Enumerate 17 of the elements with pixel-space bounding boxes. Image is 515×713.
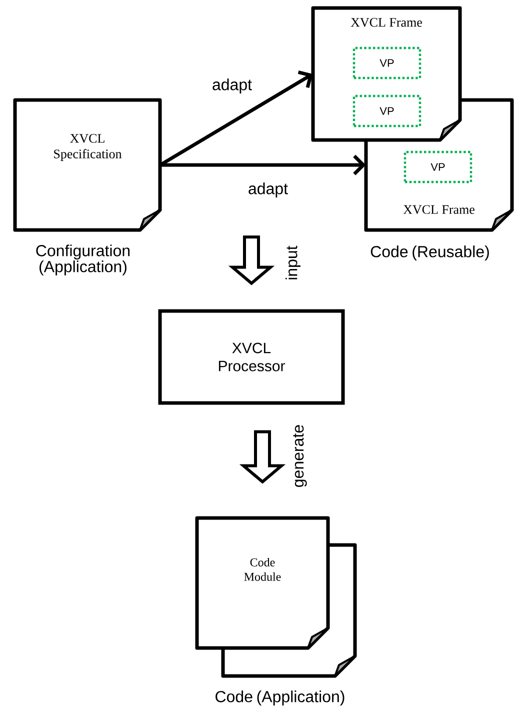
edge-label: generate xyxy=(292,423,308,489)
vp-box: VP xyxy=(352,94,422,128)
document-page: Code Module xyxy=(195,516,330,650)
edge-label: adapt xyxy=(246,182,290,198)
block-arrow xyxy=(239,430,286,484)
node-label: Code (Reusable) xyxy=(370,246,489,260)
vp-box: VP xyxy=(352,46,422,80)
vp-box: VP xyxy=(404,150,472,184)
processor-box: XVCL Processor xyxy=(158,309,345,405)
arrow xyxy=(159,70,313,166)
block-arrow xyxy=(228,236,275,286)
arrow xyxy=(160,154,366,176)
document-page: XVCL Specification xyxy=(13,98,162,232)
edge-label: adapt xyxy=(210,78,254,94)
node-label: Code (Application) xyxy=(216,690,344,706)
node-label: Configuration (Application) xyxy=(36,244,130,276)
edge-label: input xyxy=(284,244,302,282)
